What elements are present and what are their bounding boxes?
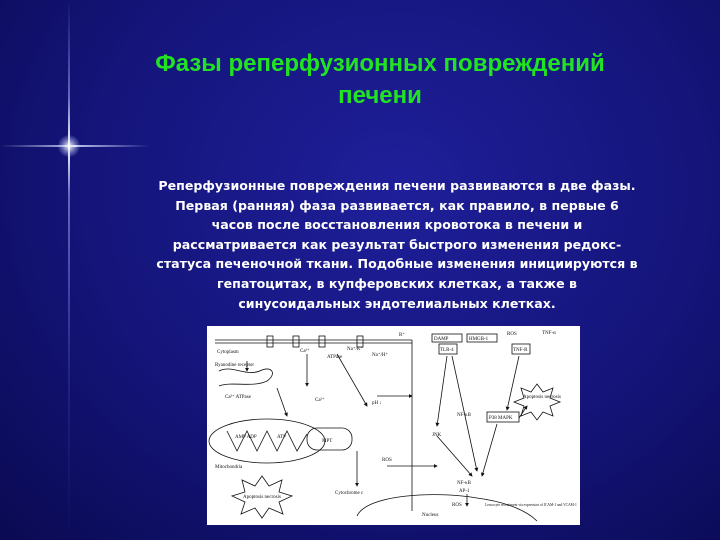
- label-tnf-r: TNF-R: [513, 348, 528, 353]
- p38-box: [486, 411, 520, 423]
- label-apoptosis-right: Apoptosis necrosis: [523, 395, 561, 400]
- pathway-arrow: [336, 353, 368, 407]
- membrane-channel: [356, 335, 364, 348]
- pathway-arrow: [436, 435, 473, 477]
- slide-title: Фазы реперфузионных повреждений печени: [90, 48, 670, 112]
- label-amp-adp: AMP ADP: [235, 435, 257, 440]
- label-ap1: AP-1: [459, 489, 470, 494]
- pathway-arrow: [505, 355, 520, 411]
- cell-membrane: [215, 339, 412, 344]
- membrane-channel: [266, 335, 274, 348]
- mpt-pore: [306, 427, 353, 451]
- label-mitochondria: Mitochondria: [215, 465, 243, 470]
- pathway-arrow: [518, 405, 528, 419]
- label-p38: P38 MAPK: [489, 416, 513, 421]
- label-ros-low: ROS: [452, 503, 462, 508]
- lens-flare-glow: [58, 135, 80, 157]
- label-ros-top: ROS: [507, 332, 517, 337]
- label-apoptosis-left: Apoptosis necrosis: [243, 495, 281, 500]
- label-cytochrome-c: Cytochrome c: [335, 491, 364, 496]
- label-hmgb1: HMGB-1: [469, 337, 489, 342]
- tnf-receptor: [511, 343, 531, 355]
- label-ca-atpase: Ca²⁺ ATPase: [225, 394, 252, 400]
- label-nfkb-low: NF-κB: [457, 481, 472, 486]
- apoptosis-star-left: [230, 475, 294, 519]
- membrane-channel: [318, 335, 326, 348]
- body-line-7: синусоидальных эндотелиальных клетках.: [238, 295, 556, 311]
- body-line-1: Реперфузионные повреждения печени развив…: [158, 178, 636, 193]
- lens-flare-vertical: [68, 0, 70, 540]
- pathway-arrow: [435, 355, 448, 427]
- nucleus-envelope: [356, 494, 538, 522]
- label-nfkb-mid: NF-κB: [457, 413, 472, 418]
- label-mpt: MPT: [322, 439, 332, 444]
- pathway-arrow: [451, 355, 479, 472]
- pathway-diagram-svg: Cytoplasm Ryanodine receptor Ca²⁺ ATPase…: [208, 331, 577, 522]
- label-ros-mid: ROS: [382, 458, 392, 463]
- pathway-arrow: [480, 423, 498, 477]
- label-r-plus: R⁺: [399, 332, 405, 338]
- label-ph: pH ↓: [372, 401, 382, 406]
- hmgb1-box: [466, 333, 498, 343]
- tlr4-receptor: [438, 343, 458, 355]
- label-atp: ATP: [277, 435, 286, 440]
- label-atpase-mid: ATPase: [327, 355, 343, 360]
- slide-body-text: Реперфузионные повреждения печени развив…: [112, 176, 682, 313]
- body-line-3: часов после восстановления кровотока в п…: [211, 217, 583, 233]
- slide-title-line-1: Фазы реперфузионных повреждений: [155, 50, 605, 77]
- body-line-5: статуса печеночной ткани. Подобные измен…: [156, 256, 638, 272]
- damp-box: [431, 333, 463, 343]
- apoptosis-star-right: [512, 383, 562, 421]
- label-nucleus: Nucleus: [422, 513, 438, 518]
- label-tnf-a: TNF-α: [542, 331, 556, 336]
- endoplasmic-reticulum: [218, 368, 273, 387]
- label-na-h: Na⁺/H⁺: [372, 352, 388, 358]
- body-line-6: гепатоцитах, в купферовских клетках, а т…: [217, 275, 577, 291]
- label-damp: DAMP: [434, 337, 449, 342]
- membrane-channel: [292, 335, 300, 348]
- pathway-arrow: [276, 387, 288, 417]
- body-line-4: рассматривается как результат быстрого и…: [172, 236, 622, 252]
- label-na-k: Na⁺/K⁺: [347, 346, 363, 352]
- label-cytoplasm: Cytoplasm: [217, 350, 239, 355]
- reperfusion-pathway-diagram: Cytoplasm Ryanodine receptor Ca²⁺ ATPase…: [207, 326, 580, 525]
- slide-title-line-2: печени: [338, 82, 422, 109]
- label-ryanodine: Ryanodine receptor: [215, 363, 254, 368]
- label-jnk: JNK: [432, 433, 442, 438]
- label-leucocyte-recruitment: Leucocyte recruitment via expression of …: [485, 503, 577, 507]
- body-line-2: Первая (ранняя) фаза развивается, как пр…: [175, 197, 619, 213]
- label-tlr4: TLR-4: [440, 348, 454, 353]
- label-ca-right: Ca²⁺: [315, 397, 325, 403]
- mitochondrion-outer: [208, 418, 326, 464]
- mitochondrion-cristae: [226, 430, 308, 452]
- label-ca-top: Ca²⁺: [300, 348, 310, 354]
